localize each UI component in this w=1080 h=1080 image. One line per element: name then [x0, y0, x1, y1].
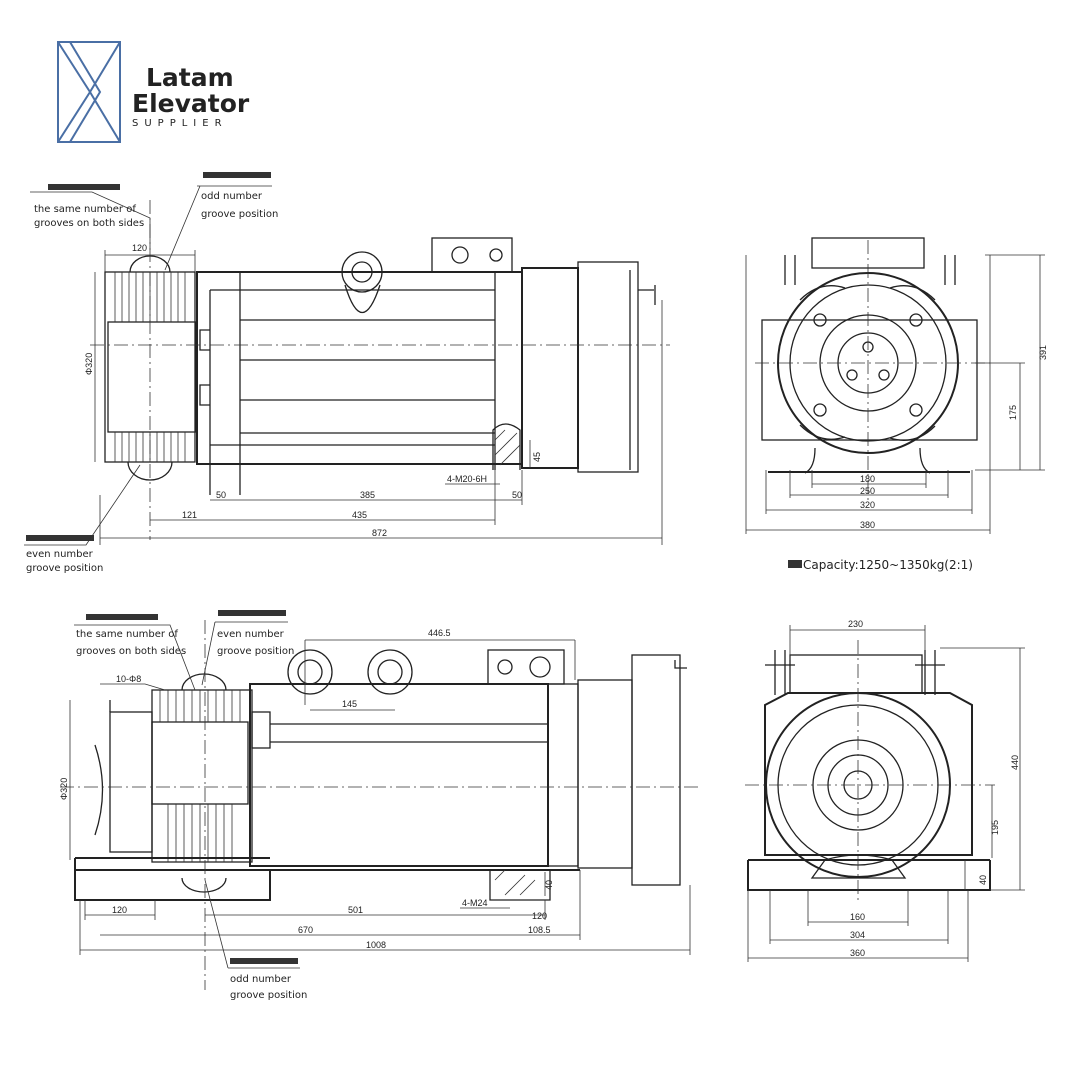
note-even-groove-2: groove position [26, 563, 103, 574]
dim-50a: 50 [216, 490, 226, 500]
chinese-note-6 [230, 958, 298, 964]
note-even-groove-1: even number [26, 549, 94, 560]
dim-120a: 120 [112, 905, 127, 915]
note-same-grooves-2: grooves on both sides [34, 218, 144, 229]
logo-line-3: SUPPLIER [132, 118, 228, 129]
chinese-note-4 [86, 614, 158, 620]
chinese-note-1 [48, 184, 120, 190]
dim-40-front: 40 [978, 875, 988, 885]
dim-180: 180 [860, 474, 875, 484]
dim-230: 230 [848, 619, 863, 629]
dim-45: 45 [532, 452, 542, 462]
chinese-capacity-label [788, 560, 802, 568]
dim-250: 250 [860, 486, 875, 496]
dim-670: 670 [298, 925, 313, 935]
dim-108-5: 108.5 [528, 925, 551, 935]
dim-380: 380 [860, 520, 875, 530]
bottom-side-view: 446.5 145 10-Φ8 Φ320 120 501 120 670 108… [59, 610, 700, 1001]
chinese-note-3 [26, 535, 94, 541]
dim-50b: 50 [512, 490, 522, 500]
note-b-odd-groove-2: groove position [230, 990, 307, 1001]
dim-440: 440 [1010, 755, 1020, 770]
note-b-even-groove-2: groove position [217, 646, 294, 657]
note-b-same-grooves-1: the same number of [76, 629, 178, 640]
dim-160: 160 [850, 912, 865, 922]
logo: Latam Elevator SUPPLIER [57, 41, 250, 143]
note-same-grooves-1: the same number of [34, 204, 136, 215]
note-b-odd-groove-1: odd number [230, 974, 292, 985]
dim-sheave-dia: Φ320 [84, 353, 94, 375]
dim-446-5: 446.5 [428, 628, 451, 638]
top-front-view: 391 175 180 250 320 380 Capacity:1250~13… [745, 237, 1048, 572]
dim-145: 145 [342, 699, 357, 709]
dim-391: 391 [1038, 345, 1048, 360]
dim-435: 435 [352, 510, 367, 520]
note-odd-groove-2: groove position [201, 209, 278, 220]
dim-holes: 10-Φ8 [116, 674, 141, 684]
dim-40-side: 40 [544, 880, 554, 890]
dim-thread: 4-M20-6H [447, 474, 487, 484]
dim-385: 385 [360, 490, 375, 500]
dim-1008: 1008 [366, 940, 386, 950]
dim-sheave-width: 120 [132, 243, 147, 253]
note-b-same-grooves-2: grooves on both sides [76, 646, 186, 657]
dim-872: 872 [372, 528, 387, 538]
dim-304: 304 [850, 930, 865, 940]
capacity-label: Capacity:1250~1350kg(2:1) [803, 558, 973, 572]
logo-mark-icon [57, 41, 121, 143]
note-b-even-groove-1: even number [217, 629, 285, 640]
dim-121: 121 [182, 510, 197, 520]
chinese-note-5 [218, 610, 286, 616]
dim-sheave-dia-bottom: Φ320 [59, 778, 69, 800]
logo-line-1: Latam [146, 63, 234, 92]
logo-line-2: Elevator [132, 89, 250, 118]
dim-175: 175 [1008, 405, 1018, 420]
dim-120b: 120 [532, 911, 547, 921]
dim-320: 320 [860, 500, 875, 510]
note-odd-groove-1: odd number [201, 191, 263, 202]
dim-360: 360 [850, 948, 865, 958]
top-side-view: 120 Φ320 50 385 50 121 435 872 4-M20-6H … [24, 172, 670, 574]
dim-501: 501 [348, 905, 363, 915]
bottom-front-view: 230 440 195 40 160 304 360 [745, 619, 1025, 962]
chinese-note-2 [203, 172, 271, 178]
dim-thread-bottom: 4-M24 [462, 898, 488, 908]
dim-195: 195 [990, 820, 1000, 835]
